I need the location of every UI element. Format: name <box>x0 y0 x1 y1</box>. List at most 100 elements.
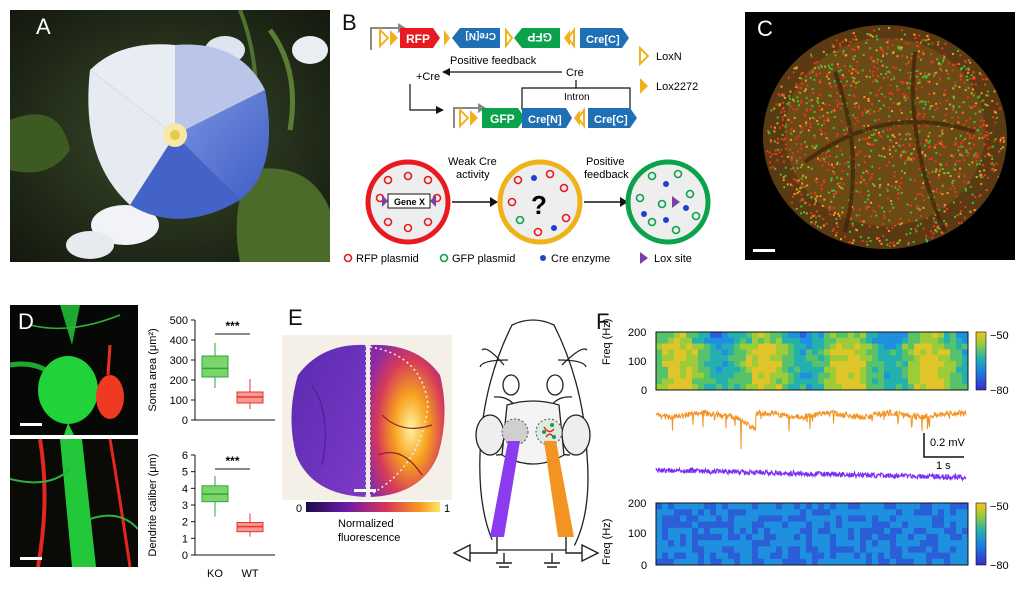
intron-label: Intron <box>564 92 590 103</box>
cre-label: Cre <box>566 67 584 79</box>
y-tick-label: 400 <box>170 335 188 347</box>
orange-trace <box>655 408 967 450</box>
cren-block <box>522 108 572 128</box>
ytick-100-top: 100 <box>628 356 646 368</box>
scale-bar <box>753 249 775 252</box>
legend-lox2272-icon <box>640 78 648 94</box>
mouse-diagram <box>475 319 591 551</box>
spectrogram-bottom <box>656 503 969 566</box>
ytick-100-bottom: 100 <box>628 528 646 540</box>
colorbar-e <box>306 502 440 512</box>
y-tick-label: 3 <box>182 500 188 512</box>
electrode-right <box>544 441 574 537</box>
panel-letter-d: D <box>18 309 34 334</box>
electrode-left <box>490 441 520 537</box>
legend-lox-icon <box>640 252 648 264</box>
legend-rfp-icon <box>343 253 353 263</box>
colorbar-min: 0 <box>296 503 302 515</box>
colorbar-top <box>975 331 987 391</box>
construct-top: RFP Cre[N] GFP Cre[C] <box>370 23 629 50</box>
legend-cre-icon <box>540 255 546 261</box>
cren-rev-block <box>452 28 500 48</box>
panel-b: B RFP Cre[N] GFP Cre[C] Positive feedbac… <box>340 8 735 270</box>
gene-x-label: Gene X <box>394 197 425 207</box>
y-tick-label: 300 <box>170 355 188 367</box>
cren-rev-label: Cre[N] <box>465 30 496 41</box>
box-ko <box>201 355 229 378</box>
panel-letter-c: C <box>757 16 773 41</box>
y-tick-label: 0 <box>182 415 188 427</box>
legend-gfp-icon <box>439 253 449 263</box>
gfp-label: GFP <box>490 112 515 126</box>
feedback-label-2: feedback <box>584 169 629 181</box>
panel-d: D <box>10 305 138 567</box>
ytick-200-top: 200 <box>628 327 646 339</box>
y-tick-label: 2 <box>182 517 188 529</box>
loxn-icon <box>379 27 390 49</box>
ytick-0-top: 0 <box>641 385 647 397</box>
freq-label-bottom: Freq (Hz) <box>601 519 613 565</box>
legend-rfp-plasmid: RFP plasmid <box>356 253 419 265</box>
panel-letter-f: F <box>596 309 610 334</box>
spectrogram-top <box>656 332 969 391</box>
y-tick-label: 4 <box>182 483 188 495</box>
question-mark: ? <box>531 190 547 220</box>
panel-c: C <box>745 12 1015 260</box>
weak-cre-label-2: activity <box>456 169 490 181</box>
rfp-label: RFP <box>406 32 430 46</box>
gfp-rev-label: GFP <box>527 30 552 44</box>
cbar-bottom-min: −80 <box>990 560 1009 572</box>
purple-trace <box>655 466 967 482</box>
crec-block-bottom <box>588 108 637 128</box>
spectrogram-figure: Freq (Hz) 200 100 0 −50 −80 0.2 mV 1 s F… <box>601 319 1009 572</box>
ytick-200-bottom: 200 <box>628 498 646 510</box>
cortex-imaging: 0 1 Normalized fluorescence <box>282 319 600 568</box>
y-axis-label: Soma area (μm²) <box>147 328 159 411</box>
legend-cre-enzyme: Cre enzyme <box>551 253 610 265</box>
flower-photo <box>10 9 330 262</box>
cell-green <box>625 159 711 245</box>
legend-loxn-icon <box>639 45 650 67</box>
panel-letter-a: A <box>36 14 51 39</box>
colorbar-label-2: fluorescence <box>338 532 400 544</box>
legend-lox2272: Lox2272 <box>656 81 698 93</box>
gfp-block <box>482 108 525 128</box>
cbar-top-min: −80 <box>990 385 1009 397</box>
legend-loxn: LoxN <box>656 51 682 63</box>
brain-slice-image <box>763 25 1007 249</box>
y-tick-label: 0 <box>182 550 188 562</box>
legend-lox-site: Lox site <box>654 253 692 265</box>
colorbar-bottom <box>975 502 987 566</box>
gfp-rev-block <box>514 28 560 48</box>
positive-label-1: Positive <box>586 156 625 168</box>
scale-voltage: 0.2 mV <box>930 437 966 449</box>
circuit-diagram: RFP Cre[N] GFP Cre[C] Positive feedback … <box>343 23 711 265</box>
neuron-image-top <box>10 305 138 435</box>
crec-block-top <box>580 28 629 48</box>
panel-letter-b: B <box>342 10 357 35</box>
cbar-top-max: −50 <box>990 330 1009 342</box>
legend-gfp-plasmid: GFP plasmid <box>452 253 515 265</box>
freq-label-top: Freq (Hz) <box>601 319 613 365</box>
colorbar-max: 1 <box>444 503 450 515</box>
weak-cre-label-1: Weak Cre <box>448 156 497 168</box>
plus-cre-label: +Cre <box>416 71 440 83</box>
y-axis-label: Dendrite caliber (μm) <box>147 454 159 557</box>
rfp-block <box>400 28 440 48</box>
construct-bottom: GFP Cre[N] Cre[C] <box>453 103 637 129</box>
cell-red: Gene X <box>365 159 451 245</box>
crec-label-top: Cre[C] <box>586 34 620 46</box>
x-category-label: WT <box>241 568 258 580</box>
panel-a: A <box>10 9 330 262</box>
positive-feedback-label: Positive feedback <box>450 55 537 67</box>
colorbar-label-1: Normalized <box>338 518 394 530</box>
panel-f: F Freq (Hz) 200 100 0 −50 −80 0.2 mV 1 s… <box>594 305 1022 585</box>
cell-yellow: ? <box>497 159 583 245</box>
panel-letter-e: E <box>288 305 303 330</box>
y-tick-label: 500 <box>170 315 188 327</box>
y-tick-label: 6 <box>182 450 188 462</box>
y-tick-label: 5 <box>182 467 188 479</box>
scale-bars <box>923 433 964 458</box>
